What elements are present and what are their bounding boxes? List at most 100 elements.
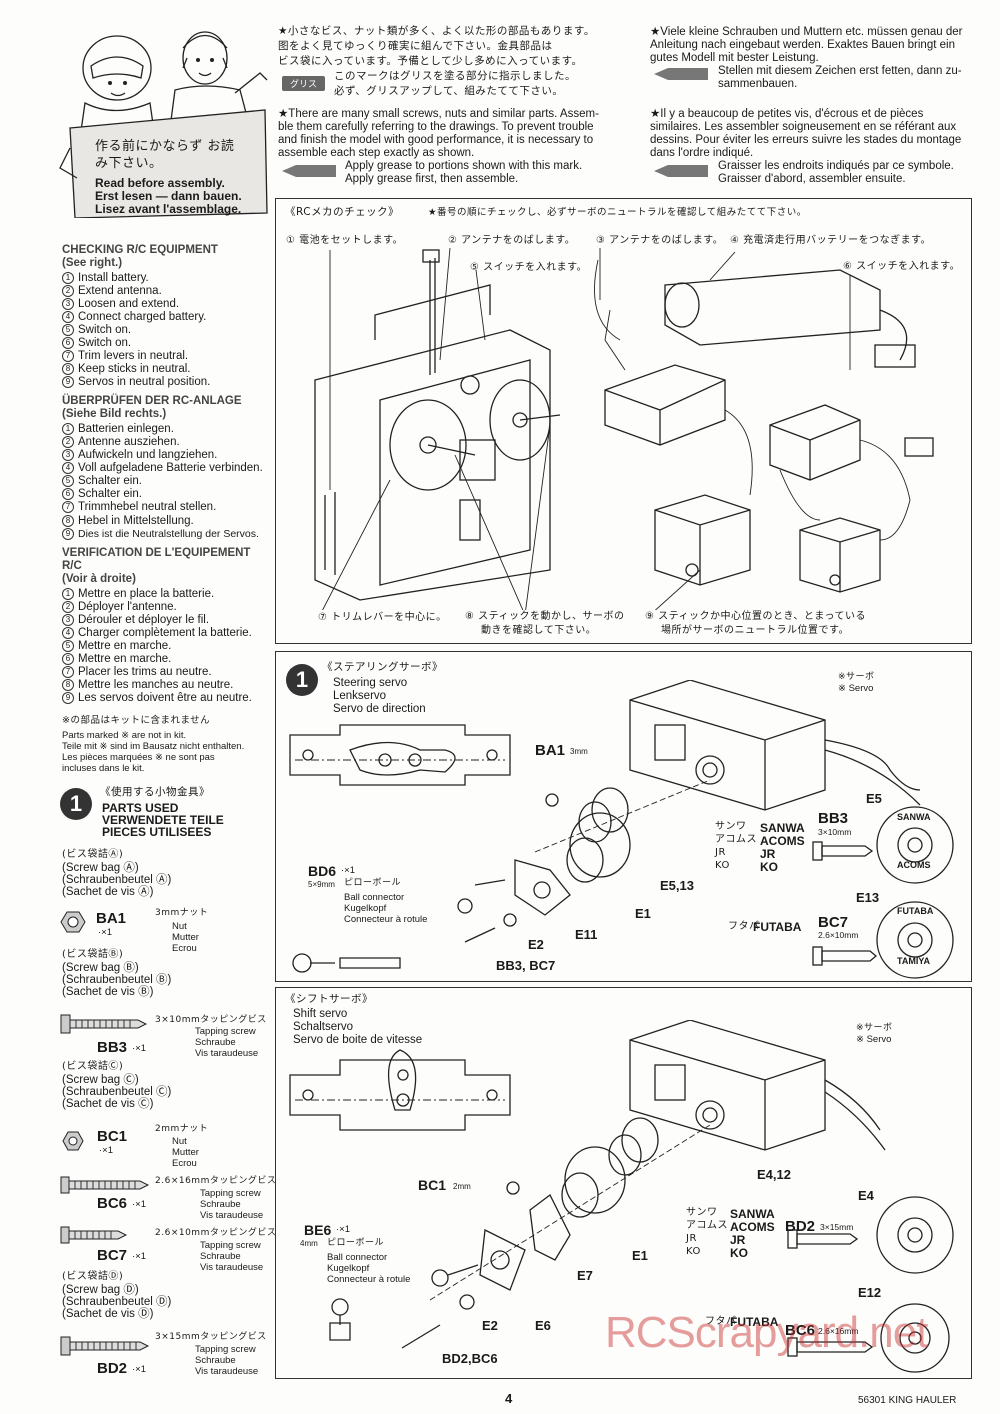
part-qty: ·×1 (99, 1145, 113, 1156)
part-jp: 2.6×16mmタッピングビス (155, 1176, 277, 1186)
brand: SANWA (760, 821, 805, 835)
brand-jp: アコムス (715, 834, 757, 845)
futaba-horn-disc (880, 1303, 950, 1373)
fr-grease-line: Graisser d'abord, assembler ensuite. (718, 173, 906, 185)
bag-label: (Schraubenbeutel Ⓑ) (62, 974, 172, 986)
part-jp: 3mmナット (155, 908, 209, 918)
fr-grease-line: Graisser les endroits indiqués par ce sy… (718, 160, 954, 172)
servo-horn-drawing (457, 779, 711, 943)
check-title: CHECKING R/C EQUIPMENT (62, 244, 218, 256)
label-bb3: BB3 (818, 810, 849, 827)
screw-icon (60, 1176, 150, 1194)
not-in-kit-jp: ※の部品はキットに含まれません (62, 714, 211, 726)
part-qty: ·×1 (132, 1043, 146, 1054)
model-name: 56301 KING HAULER (858, 1395, 957, 1406)
part-code-bc1: BC1 (97, 1128, 128, 1145)
screw-drawing (812, 841, 874, 861)
label-e4: E4 (858, 1188, 874, 1203)
brand: KO (760, 860, 778, 874)
brand: JR (730, 1233, 746, 1247)
part-code-bd2: BD2 (97, 1360, 128, 1377)
label-bc7-size: 2.6×10mm (818, 930, 859, 940)
de-check-title: ÜBERPRÜFEN DER RC-ANLAGE (62, 395, 242, 408)
fr-note: ★Il y a beaucoup de petites vis, d'écrou… (650, 108, 972, 160)
shift-servo-panel (275, 987, 972, 1379)
label-bd2-size: 3×15mm (820, 1222, 854, 1232)
not-in-kit-line: incluses dans le kit. (62, 762, 145, 774)
screw-drawing (812, 946, 878, 966)
parts-used-title: PARTS USED VERWENDETE TEILE PIECES UTILI… (102, 802, 224, 838)
part-name: Mutter (172, 1147, 199, 1158)
ball-connector-names: Ball connector Kugelkopf Connecteur à ro… (327, 1252, 410, 1285)
label-bc1: BC1 (418, 1177, 447, 1193)
rc-label-3: ③ アンテナをのばします。 (596, 235, 724, 246)
part-jp: 3×15mmタッピングビス (155, 1332, 267, 1342)
servo-note: ※サーボ ※ Servo (856, 1022, 893, 1045)
part-name: Vis taraudeuse (200, 1262, 264, 1273)
check-subtitle: (See right.) (62, 257, 123, 269)
jp-note-line: 图をよく見てゆっくり確実に組んで下さい。金具部品は (278, 40, 553, 52)
rc-label-2: ② アンテナをのばします。 (448, 235, 576, 246)
part-name: Schraube (200, 1251, 241, 1262)
ball-name: Ball connector (327, 1252, 388, 1263)
step-number: 1 (60, 788, 92, 820)
label-bd2: BD2 (785, 1218, 816, 1235)
rc-label-6: ⑥ スイッチを入れます。 (843, 261, 961, 272)
horn-label: ACOMS (897, 860, 931, 870)
label-bd6-qty: ·×1 (341, 865, 355, 876)
servo-drawing (799, 517, 881, 593)
brand-jp: KO (686, 1246, 701, 1257)
grease-symbol-icon (654, 68, 708, 80)
intro-de: Erst lesen — dann bauen. (95, 189, 242, 203)
de-note: ★Viele kleine Schrauben und Muttern etc.… (650, 26, 972, 65)
part-name: Ecrou (172, 943, 197, 954)
fr-note-line: ★Il y a beaucoup de petites vis, d'écrou… (650, 108, 924, 120)
de-grease-line: sammenbauen. (718, 78, 798, 90)
not-in-kit-line: Les pièces marquées ※ ne sont pas (62, 751, 215, 763)
label-e6: E6 (535, 1318, 551, 1333)
sanwa-horn-disc (876, 1196, 954, 1274)
de-note-line: gutes Modell mit bester Leistung. (650, 52, 819, 64)
part-code-bc6: BC6 (97, 1195, 128, 1212)
watermark: RCScrapyard.net (605, 1308, 928, 1357)
screw-icon (60, 1014, 148, 1034)
steering-title-jp: 《ステアリングサーボ》 (322, 661, 443, 673)
horn-label: FUTABA (897, 906, 934, 916)
nut-icon (62, 1131, 84, 1151)
label-e5: E5 (866, 791, 882, 806)
brand-jp: JR (715, 847, 726, 858)
en-note-line: assemble each step exactly as shown. (278, 147, 475, 159)
en-note-line: and finish the model with good performan… (278, 134, 594, 146)
brands-jp: サンワ アコムス JR KO (686, 1206, 728, 1258)
servo-top-view (289, 1049, 511, 1131)
shift-servo-drawing (289, 1020, 954, 1373)
rc-label-9: ⑨ スティックか中心位置のとき、とまっている 場所がサーボのニュートラル位置です… (645, 610, 866, 638)
brand: SANWA (730, 1207, 775, 1221)
parts-used-de: VERWENDETE TEILE (102, 813, 224, 827)
bag-label: (Sachet de vis Ⓐ) (62, 886, 154, 898)
screw-bag-c: (ビス袋詰Ⓒ) (Screw bag Ⓒ) (Schraubenbeutel Ⓒ… (62, 1060, 171, 1110)
bag-label: (Schraubenbeutel Ⓒ) (62, 1086, 172, 1098)
bag-label: (Sachet de vis Ⓒ) (62, 1098, 154, 1110)
brand-jp: アコムス (686, 1220, 728, 1231)
screw-bag-d: (ビス袋詰Ⓓ) (Screw bag Ⓓ) (Schraubenbeutel Ⓓ… (62, 1270, 171, 1320)
ball-name: Kugelkopf (344, 903, 387, 914)
fr-check-title: VERIFICATION DE L'EQUIPEMENT R/C (62, 546, 251, 572)
part-code-bb3: BB3 (97, 1039, 128, 1056)
label-e1: E1 (632, 1248, 648, 1263)
